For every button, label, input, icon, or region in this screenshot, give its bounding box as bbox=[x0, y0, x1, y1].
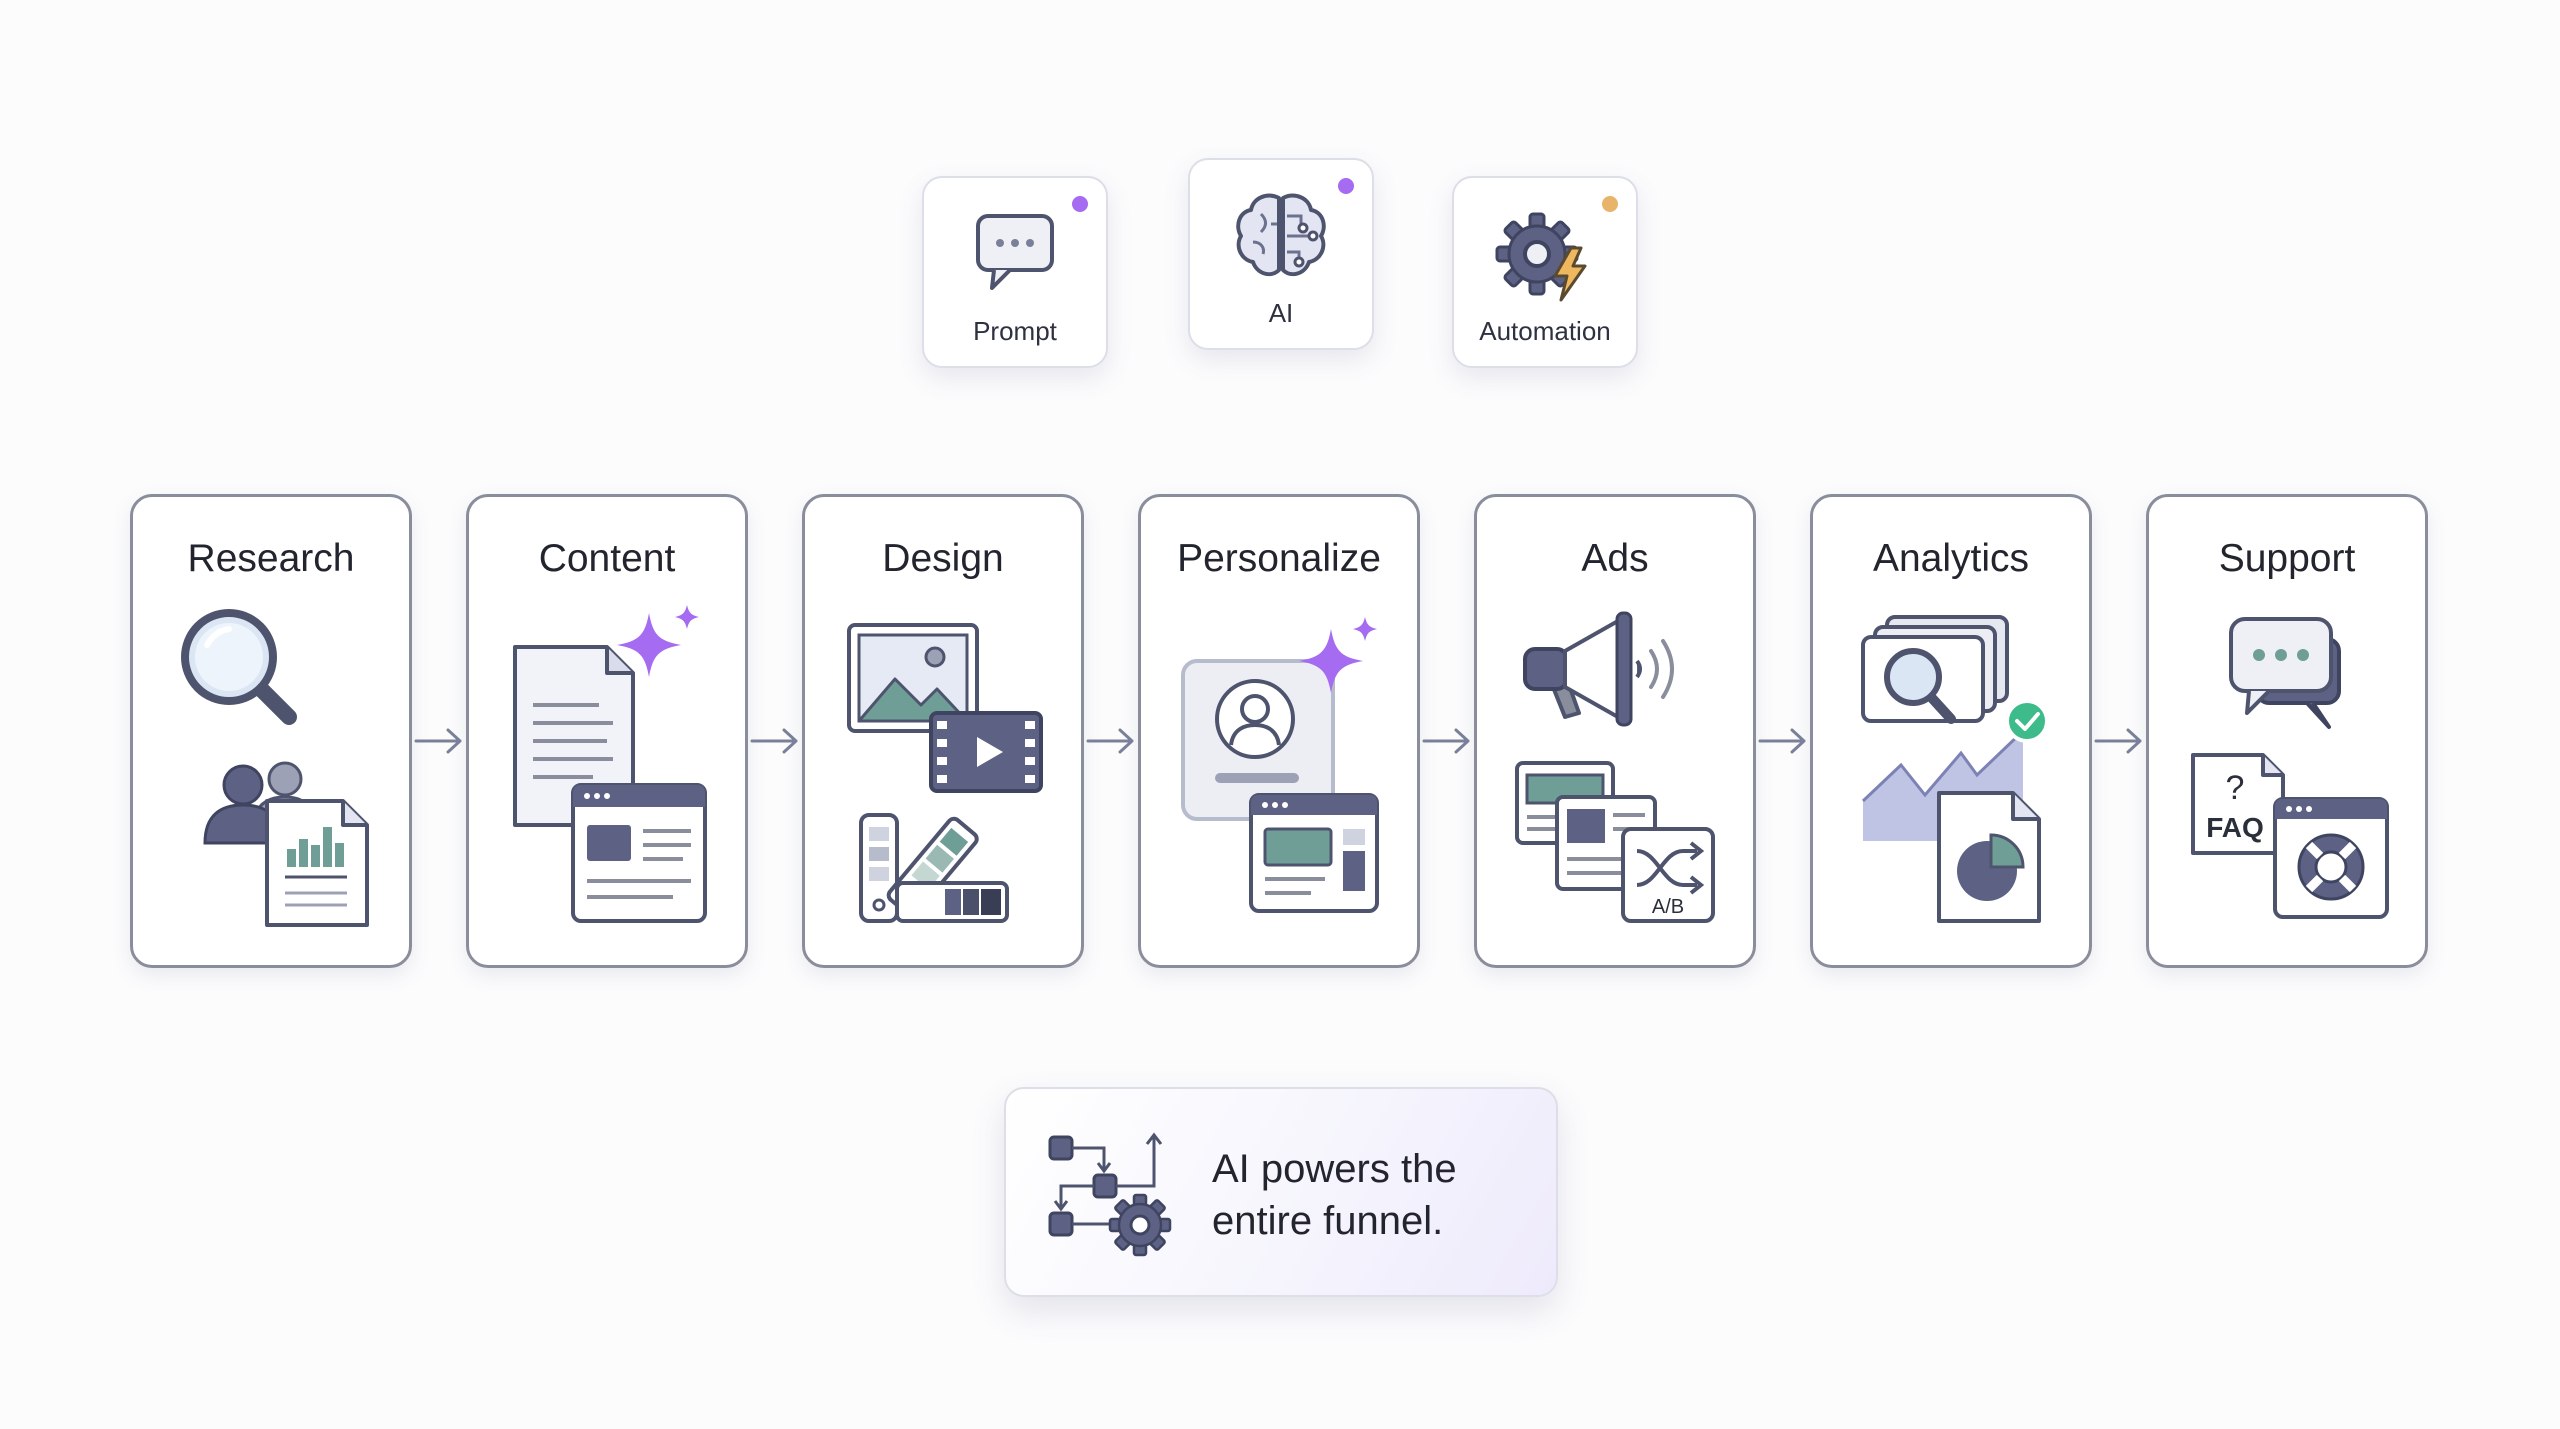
tool-label-prompt: Prompt bbox=[973, 316, 1057, 346]
stage-card-design: Design bbox=[802, 494, 1084, 968]
stage-card-analytics: Analytics bbox=[1810, 494, 2092, 968]
chat-bubble-icon bbox=[976, 214, 1054, 290]
flow-arrow bbox=[1758, 728, 1806, 754]
chat-faq-lifebuoy-icon: ? FAQ bbox=[2191, 617, 2389, 919]
magnifier-audience-report-icon bbox=[181, 609, 369, 927]
summary-line-1: AI powers the bbox=[1212, 1147, 1457, 1191]
megaphone-ab-test-icon: A/B bbox=[1515, 611, 1715, 923]
stage-card-research: Research bbox=[130, 494, 412, 968]
browser-window-icon bbox=[1249, 793, 1379, 913]
lifebuoy-window-icon bbox=[2273, 797, 2389, 919]
image-icon bbox=[847, 623, 979, 733]
stage-card-ads: Ads A/B bbox=[1474, 494, 1756, 968]
stage-title-design: Design bbox=[882, 537, 1004, 580]
faq-question-mark: ? bbox=[2226, 769, 2245, 807]
document-icon bbox=[513, 645, 635, 827]
stage-title-content: Content bbox=[538, 537, 676, 580]
gear-lightning-icon bbox=[1495, 212, 1587, 302]
ab-label: A/B bbox=[1652, 896, 1684, 918]
status-dot bbox=[1072, 196, 1088, 212]
flow-arrow bbox=[414, 728, 462, 754]
report-bar bbox=[335, 843, 344, 867]
video-player-icon bbox=[929, 711, 1043, 793]
report-bar bbox=[299, 839, 308, 867]
report-bar bbox=[311, 845, 320, 867]
chart-search-pie-icon bbox=[1861, 615, 2049, 923]
flow-arrow bbox=[2094, 728, 2142, 754]
flow-arrow bbox=[1422, 728, 1470, 754]
profile-card-icon bbox=[1181, 659, 1335, 821]
report-bar bbox=[287, 849, 296, 867]
report-document-icon bbox=[265, 799, 369, 927]
stage-title-ads: Ads bbox=[1581, 537, 1649, 580]
check-badge-icon bbox=[2005, 699, 2049, 743]
tool-card-ai: AI bbox=[1188, 158, 1374, 350]
ad-layouts-icon bbox=[1515, 761, 1657, 891]
pie-report-icon bbox=[1937, 791, 2041, 923]
summary-text: AI powers the entire funnel. bbox=[1212, 1143, 1457, 1247]
tool-card-prompt: Prompt bbox=[922, 176, 1108, 368]
ab-test-icon: A/B bbox=[1621, 827, 1715, 923]
faq-document-icon: ? FAQ bbox=[2191, 753, 2285, 855]
faq-label: FAQ bbox=[2206, 812, 2264, 843]
status-dot bbox=[1602, 196, 1618, 212]
workflow-gear-icon bbox=[1048, 1132, 1172, 1257]
stage-card-support: Support ? FAQ bbox=[2146, 494, 2428, 968]
profile-sparkle-icon bbox=[1181, 617, 1379, 913]
status-dot bbox=[1338, 178, 1354, 194]
stage-card-personalize: Personalize bbox=[1138, 494, 1420, 968]
stage-title-analytics: Analytics bbox=[1872, 537, 2030, 580]
stage-title-support: Support bbox=[2218, 537, 2356, 580]
color-swatch-icon bbox=[859, 813, 1009, 923]
magnifier-icon bbox=[181, 609, 297, 725]
stage-title-research: Research bbox=[187, 537, 355, 580]
chat-bubbles-icon bbox=[2229, 617, 2341, 729]
sparkle-icon bbox=[1299, 617, 1377, 693]
tool-label-ai: AI bbox=[1268, 298, 1294, 328]
tool-label-automation: Automation bbox=[1479, 316, 1611, 346]
tool-card-automation: Automation bbox=[1452, 176, 1638, 368]
brain-circuit-icon bbox=[1236, 193, 1326, 277]
browser-window-icon bbox=[571, 783, 707, 923]
summary-card: AI powers the entire funnel. bbox=[1004, 1087, 1558, 1297]
stage-title-personalize: Personalize bbox=[1177, 537, 1381, 580]
document-sparkle-icon bbox=[513, 605, 707, 923]
sparkle-icon bbox=[617, 605, 699, 677]
flow-arrow bbox=[750, 728, 798, 754]
summary-line-2: entire funnel. bbox=[1212, 1199, 1444, 1243]
stage-card-content: Content bbox=[466, 494, 748, 968]
stacked-cards-search-icon bbox=[1861, 615, 2009, 724]
image-video-swatch-icon bbox=[847, 623, 1043, 923]
report-bar bbox=[323, 827, 332, 867]
megaphone-icon bbox=[1523, 611, 1674, 727]
flow-arrow bbox=[1086, 728, 1134, 754]
